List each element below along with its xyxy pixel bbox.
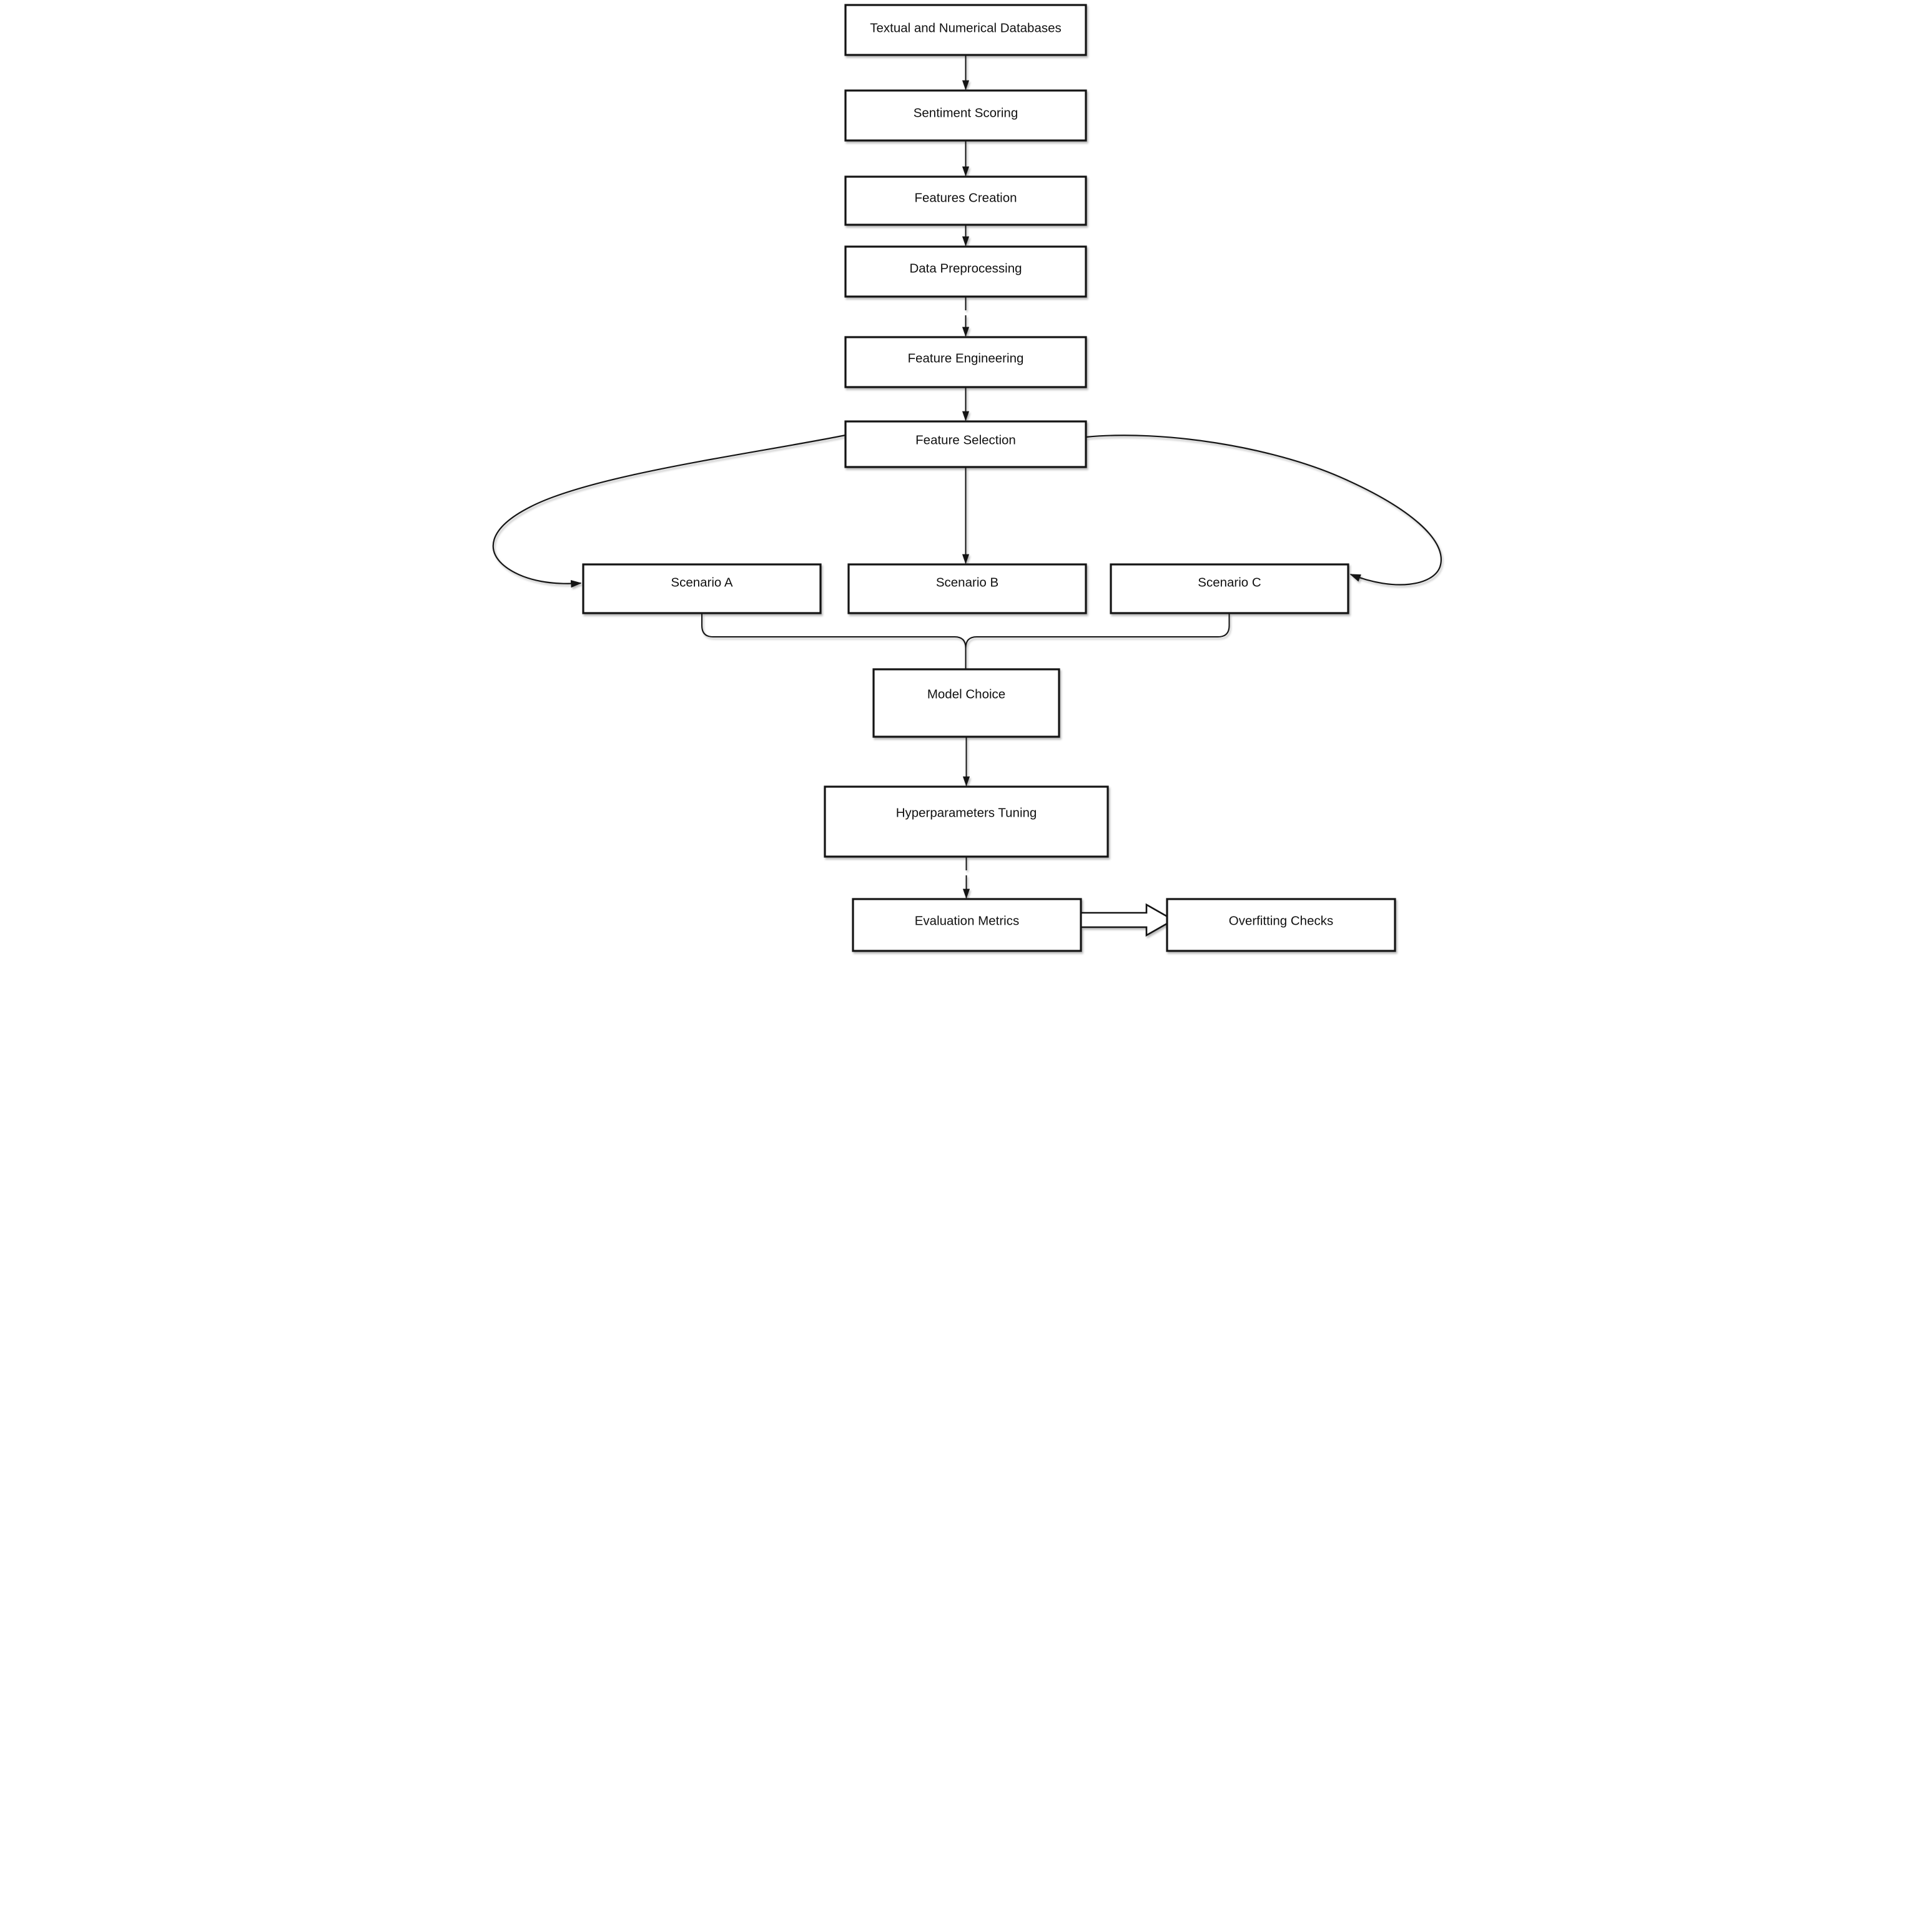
node-scenario-c-box <box>1109 563 1349 614</box>
node-sentiment-scoring-label: Sentiment Scoring <box>913 106 1018 120</box>
node-scenario-c-label: Scenario C <box>1198 576 1261 590</box>
node-hyperparameters-tuning-box <box>823 785 1109 858</box>
node-overfitting-checks-label: Overfitting Checks <box>1228 914 1333 928</box>
node-data-preprocessing-label: Data Preprocessing <box>909 262 1022 276</box>
diagram-shapes <box>492 4 1442 952</box>
node-features-creation-label: Features Creation <box>914 191 1017 205</box>
node-feature-engineering-label: Feature Engineering <box>907 352 1023 366</box>
edge-feature-selection-to-scenario-c-curve-arrow <box>1085 435 1442 586</box>
edge-feature-selection-to-scenario-a-curve-arrow <box>492 434 845 588</box>
node-evaluation-metrics-label: Evaluation Metrics <box>914 914 1018 928</box>
node-model-choice-box <box>872 668 1060 738</box>
node-hyperparameters-tuning-label: Hyperparameters Tuning <box>895 806 1037 820</box>
flowchart-canvas: Textual and Numerical Databases Sentimen… <box>492 4 1442 952</box>
edge-evaluation-to-overfitting-block-arrow <box>1080 903 1175 937</box>
node-feature-selection-label: Feature Selection <box>915 433 1016 448</box>
edge-scenario-a-to-model-choice-bracket <box>701 613 966 669</box>
flowchart-page: Textual and Numerical Databases Sentimen… <box>483 0 1449 956</box>
node-textual-and-numerical-databases-label: Textual and Numerical Databases <box>870 21 1062 36</box>
diagram-labels: Textual and Numerical Databases Sentimen… <box>671 21 1333 928</box>
node-sentiment-scoring-box <box>844 89 1087 142</box>
node-scenario-a-label: Scenario A <box>671 576 732 590</box>
node-overfitting-checks-box <box>1165 898 1396 952</box>
node-scenario-a-box <box>581 563 822 614</box>
node-scenario-b-box <box>847 563 1087 614</box>
node-model-choice-label: Model Choice <box>927 687 1005 702</box>
node-feature-selection-box <box>844 420 1087 468</box>
edge-scenario-c-to-model-choice-bracket <box>965 613 1230 649</box>
node-scenario-b-label: Scenario B <box>935 576 998 590</box>
node-data-preprocessing-box <box>844 245 1087 298</box>
node-features-creation-box <box>844 175 1087 226</box>
node-evaluation-metrics-box <box>851 898 1082 952</box>
node-textual-and-numerical-databases-box <box>844 4 1087 56</box>
node-feature-engineering-box <box>844 336 1087 388</box>
